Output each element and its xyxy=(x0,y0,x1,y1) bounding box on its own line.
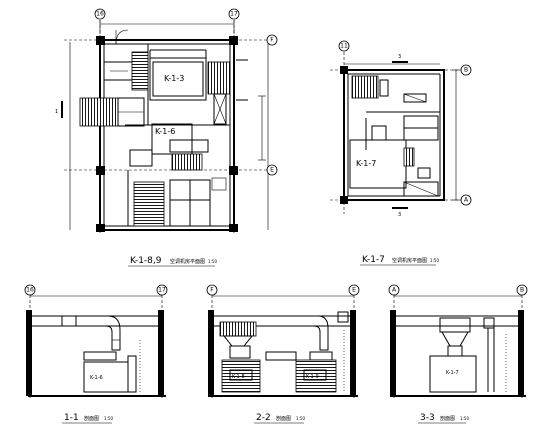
section-3-unit-label: K-1-7 xyxy=(446,370,459,376)
section-mark-1: 1 xyxy=(55,109,58,115)
section-1-1: K-1-6 16 17 1-1 剖面图 1:50 xyxy=(24,284,168,424)
section-2-unit-left-label: K-1-8 xyxy=(232,374,245,380)
plan-a-scale: 1:50 xyxy=(208,259,217,264)
section-3-grid-left: A xyxy=(392,287,397,294)
plan-a-grid-bottom: E xyxy=(270,167,274,174)
section-2-grid-right: E xyxy=(352,287,356,294)
section-3-scale: 1:50 xyxy=(460,416,469,421)
section-2-scale: 1:50 xyxy=(296,416,305,421)
section-1-grid-right: 17 xyxy=(158,287,166,294)
plan-b-grid-left: 11 xyxy=(340,43,348,50)
section-2-title: 2-2 xyxy=(256,413,271,423)
section-mark-3-top: 3 xyxy=(398,54,401,60)
section-3-subtitle: 剖面图 xyxy=(440,415,455,422)
plan-a-grid-top: F xyxy=(270,37,274,44)
section-mark-3-bottom: 3 xyxy=(398,212,401,218)
section-2-subtitle: 剖面图 xyxy=(276,415,291,422)
plan-a-title: K-1-8,9 xyxy=(130,256,162,266)
section-1-unit-label: K-1-6 xyxy=(90,375,103,381)
plan-b-subtitle: 空调机房平面图 xyxy=(392,257,427,264)
section-1-grid-left: 16 xyxy=(26,287,34,294)
section-2-unit-right-label: K-1-9 xyxy=(306,374,319,380)
plan-b-scale: 1:50 xyxy=(430,258,439,263)
plan-a-grid-right: 17 xyxy=(230,11,238,18)
section-1-scale: 1:50 xyxy=(104,416,113,421)
section-3-title: 3-3 xyxy=(420,413,435,423)
section-2-grid-left: F xyxy=(210,287,214,294)
section-2-2: K-1-8 K-1-9 F E 2-2 剖面图 1:50 xyxy=(206,284,360,424)
plan-b-title: K-1-7 xyxy=(362,255,385,265)
plan-a-subtitle: 空调机房平面图 xyxy=(170,258,205,265)
plan-a-unit-upper-label: K-1-3 xyxy=(164,74,184,83)
plan-b-grid-top: B xyxy=(464,67,468,74)
plan-b: K-1-7 3 3 11 B A K-1-7 空调机房平面图 1:50 xyxy=(330,40,472,266)
section-3-grid-right: B xyxy=(520,287,524,294)
section-1-subtitle: 剖面图 xyxy=(84,415,99,422)
plan-a: K-1-3 1 K-1-6 xyxy=(55,8,278,267)
plan-b-grid-bottom: A xyxy=(464,197,469,204)
plan-b-unit-label: K-1-7 xyxy=(356,159,376,168)
plan-a-grid-left: 16 xyxy=(96,11,104,18)
section-1-title: 1-1 xyxy=(64,413,79,423)
section-3-3: K-1-7 A B 3-3 剖面图 1:50 xyxy=(388,284,528,424)
plan-a-unit-lower-label: K-1-6 xyxy=(155,127,175,136)
